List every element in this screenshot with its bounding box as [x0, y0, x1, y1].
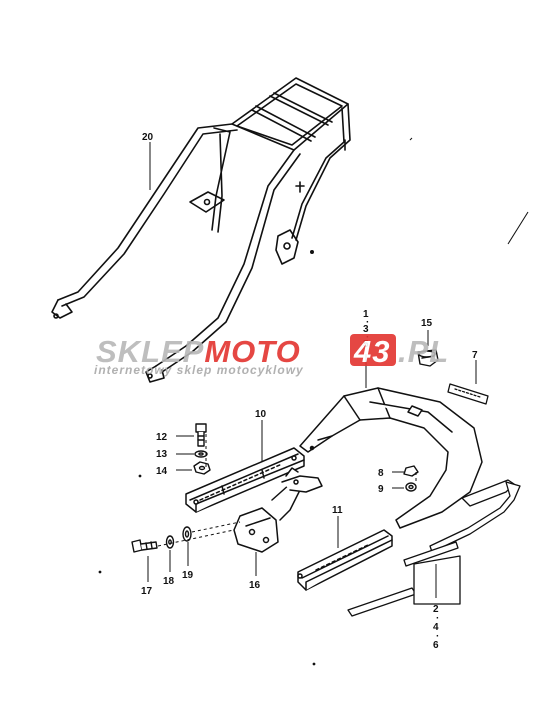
tail-cowl	[299, 387, 483, 529]
watermark-logo: SKLEPMOTO 43 .PL internetowy sklep motoc…	[94, 334, 449, 377]
assembly-lines	[157, 434, 417, 547]
svg-text:·: ·	[436, 631, 439, 642]
svg-text:·: ·	[366, 317, 369, 328]
callout-13: 13	[156, 449, 168, 460]
rear-carrier-rack	[51, 77, 351, 383]
callout-1: 1	[363, 309, 369, 320]
fastener-8	[403, 465, 419, 477]
callout-2: 2	[433, 604, 439, 615]
seat-rail-right	[297, 529, 393, 591]
bolt-17	[131, 539, 158, 553]
bolt-12	[195, 423, 207, 447]
callout-10: 10	[255, 409, 267, 420]
stray-marks	[98, 137, 529, 666]
callout-17: 17	[141, 586, 153, 597]
callout-16: 16	[249, 580, 261, 591]
callout-7: 7	[472, 350, 478, 361]
callout-18: 18	[163, 576, 175, 587]
watermark-tagline: internetowy sklep motocyklowy	[94, 363, 304, 377]
watermark-badge	[350, 334, 396, 366]
watermark-brand-b: MOTO	[204, 334, 300, 369]
nut-14	[193, 461, 211, 475]
callout-14: 14	[156, 466, 168, 477]
callout-8: 8	[378, 468, 384, 479]
callout-15: 15	[421, 318, 433, 329]
ring-19	[182, 526, 192, 542]
callout-19: 19	[182, 570, 194, 581]
grommet	[417, 349, 439, 367]
washer-13	[194, 450, 208, 458]
svg-text:·: ·	[436, 613, 439, 624]
watermark-brand-num: 43	[353, 334, 390, 369]
latch-bracket	[233, 467, 323, 553]
callout-9: 9	[378, 484, 384, 495]
watermark-brand-a: SKLEP	[96, 334, 204, 369]
watermark-brand-tld: .PL	[398, 334, 449, 369]
callout-3: 3	[363, 324, 369, 335]
callout-4: 4	[433, 622, 439, 633]
callout-6: 6	[433, 640, 439, 651]
callout-12: 12	[156, 432, 168, 443]
trim-strips	[347, 479, 521, 617]
seat-rail-left	[185, 447, 305, 513]
emblem-strip	[447, 383, 489, 405]
fastener-9	[405, 482, 417, 492]
washer-18	[165, 535, 175, 549]
callout-20: 20	[142, 132, 154, 143]
callout-11: 11	[332, 505, 343, 516]
svg-text:SKLEPMOTO: SKLEPMOTO	[96, 334, 301, 369]
